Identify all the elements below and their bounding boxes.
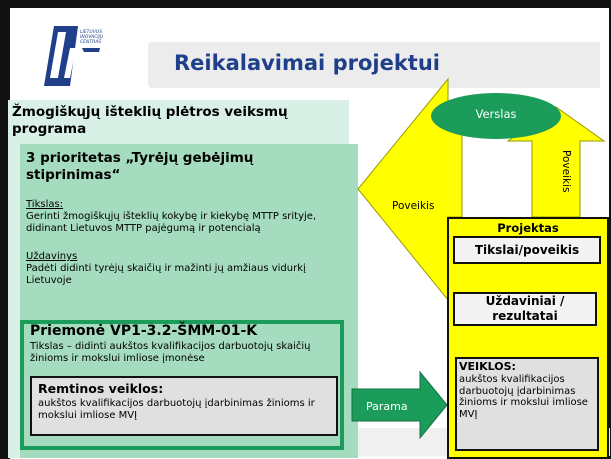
parama-arrow xyxy=(351,370,448,440)
verslas-label: Verslas xyxy=(475,107,517,121)
support-activities-box xyxy=(30,376,338,436)
support-activities-title: Remtinos veiklos: xyxy=(38,381,164,396)
poveikis-left-label: Poveikis xyxy=(392,200,435,212)
slide-frame-right xyxy=(609,0,611,459)
svg-text:INOVACIJŲ: INOVACIJŲ xyxy=(80,34,104,40)
poveikis-right-label: Poveikis xyxy=(560,150,572,193)
svg-text:LIETUVOS: LIETUVOS xyxy=(80,29,102,35)
parama-label: Parama xyxy=(366,400,408,413)
program-title: Žmogiškųjų išteklių plėtros veiksmų prog… xyxy=(12,104,288,137)
activities-box xyxy=(455,357,599,451)
title-bar xyxy=(148,42,600,88)
activities-title: VEIKLOS: xyxy=(459,360,516,373)
slide-title: Reikalavimai projektui xyxy=(174,51,440,75)
measure-text: Tikslas – didinti aukštos kvalifikacijos… xyxy=(30,341,311,364)
priority-title: 3 prioritetas „Tyrėjų gebėjimų stiprinim… xyxy=(26,150,254,183)
lic-logo-icon: LIETUVOS INOVACIJŲ CENTRAS xyxy=(44,26,104,86)
svg-text:CENTRAS: CENTRAS xyxy=(80,39,101,45)
goals-box: Tikslai/poveikis xyxy=(453,236,601,264)
task-text: Padėti didinti tyrėjų skaičių ir mažinti… xyxy=(26,263,306,286)
slide-frame-left xyxy=(0,0,10,459)
activities-text: aukštos kvalifikacijos darbuotojų įdarbi… xyxy=(459,374,588,420)
goal-label: Tikslas: xyxy=(26,199,64,210)
verslas-ellipse xyxy=(431,93,561,139)
support-activities-text: aukštos kvalifikacijos darbuotojų įdarbi… xyxy=(38,398,315,421)
tasks-box: Uždaviniai / rezultatai xyxy=(453,292,597,326)
measure-title: Priemonė VP1-3.2-ŠMM-01-K xyxy=(30,323,258,339)
project-title: Projektas xyxy=(497,221,559,235)
goal-text: Gerinti žmogiškųjų išteklių kokybę ir ki… xyxy=(26,211,317,234)
task-label: Uždavinys xyxy=(26,251,78,262)
slide-frame-top xyxy=(0,0,611,8)
